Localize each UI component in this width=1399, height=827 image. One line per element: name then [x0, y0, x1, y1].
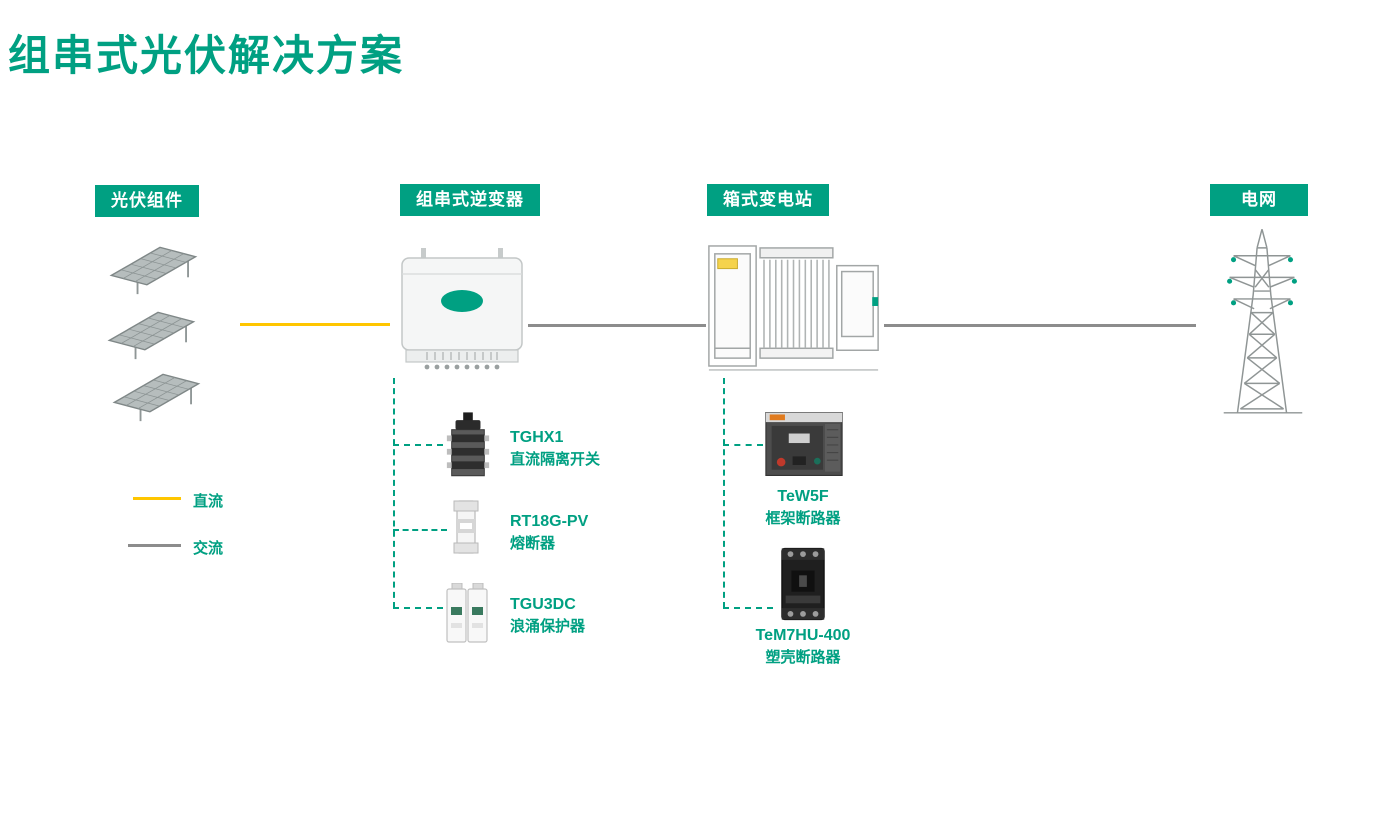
solar-panel-icon — [103, 303, 198, 361]
transmission-tower-icon — [1208, 226, 1316, 418]
air-circuit-breaker-icon — [764, 407, 844, 481]
inverter-branch-stub-1 — [393, 444, 443, 446]
component-model: TeM7HU-400 — [755, 627, 851, 644]
legend-dc-label: 直流 — [193, 493, 224, 510]
ac-flow-line-inverter-substation — [528, 324, 706, 327]
component-model: RT18G-PV — [510, 513, 589, 530]
solar-panel-icon — [108, 365, 203, 423]
fuse-icon — [450, 498, 482, 556]
inverter-branch-stub-3 — [393, 607, 443, 609]
component-model: TeW5F — [777, 488, 829, 505]
component-desc: 熔断器 — [510, 535, 556, 552]
component-desc: 浪涌保护器 — [510, 618, 586, 635]
legend-dc-swatch — [133, 497, 181, 500]
badge-grid: 电网 — [1210, 184, 1308, 216]
component-model: TGHX1 — [510, 429, 564, 446]
dc-isolator-switch-icon — [444, 411, 492, 481]
solar-panel-icon — [105, 238, 200, 296]
dc-flow-line — [240, 323, 390, 326]
component-label-tgu3dc: TGU3DC 浪涌保护器 — [510, 595, 585, 637]
component-model: TGU3DC — [510, 596, 576, 613]
molded-case-breaker-icon — [776, 545, 830, 623]
substation-branch-stub-2 — [723, 607, 773, 609]
component-label-tew5f: TeW5F 框架断路器 — [723, 487, 883, 529]
component-desc: 塑壳断路器 — [765, 649, 841, 666]
badge-inverter: 组串式逆变器 — [400, 184, 540, 216]
badge-substation: 箱式变电站 — [707, 184, 829, 216]
substation-branch-line — [723, 378, 725, 608]
component-label-rt18g: RT18G-PV 熔断器 — [510, 512, 588, 554]
ac-flow-line-substation-grid — [884, 324, 1196, 327]
component-desc: 直流隔离开关 — [510, 451, 601, 468]
component-desc: 框架断路器 — [765, 510, 841, 527]
inverter-branch-stub-2 — [393, 529, 447, 531]
page-title: 组串式光伏解决方案 — [8, 32, 405, 79]
box-substation-icon — [703, 231, 885, 379]
string-inverter-icon — [397, 246, 527, 374]
legend-ac-label: 交流 — [193, 540, 224, 557]
component-label-tem7hu: TeM7HU-400 塑壳断路器 — [723, 626, 883, 668]
substation-branch-stub-1 — [723, 444, 763, 446]
inverter-branch-line — [393, 378, 395, 608]
legend-ac-swatch — [128, 544, 181, 547]
surge-protector-icon — [443, 583, 491, 645]
component-label-tghx1: TGHX1 直流隔离开关 — [510, 428, 600, 470]
badge-pv-modules: 光伏组件 — [95, 185, 199, 217]
